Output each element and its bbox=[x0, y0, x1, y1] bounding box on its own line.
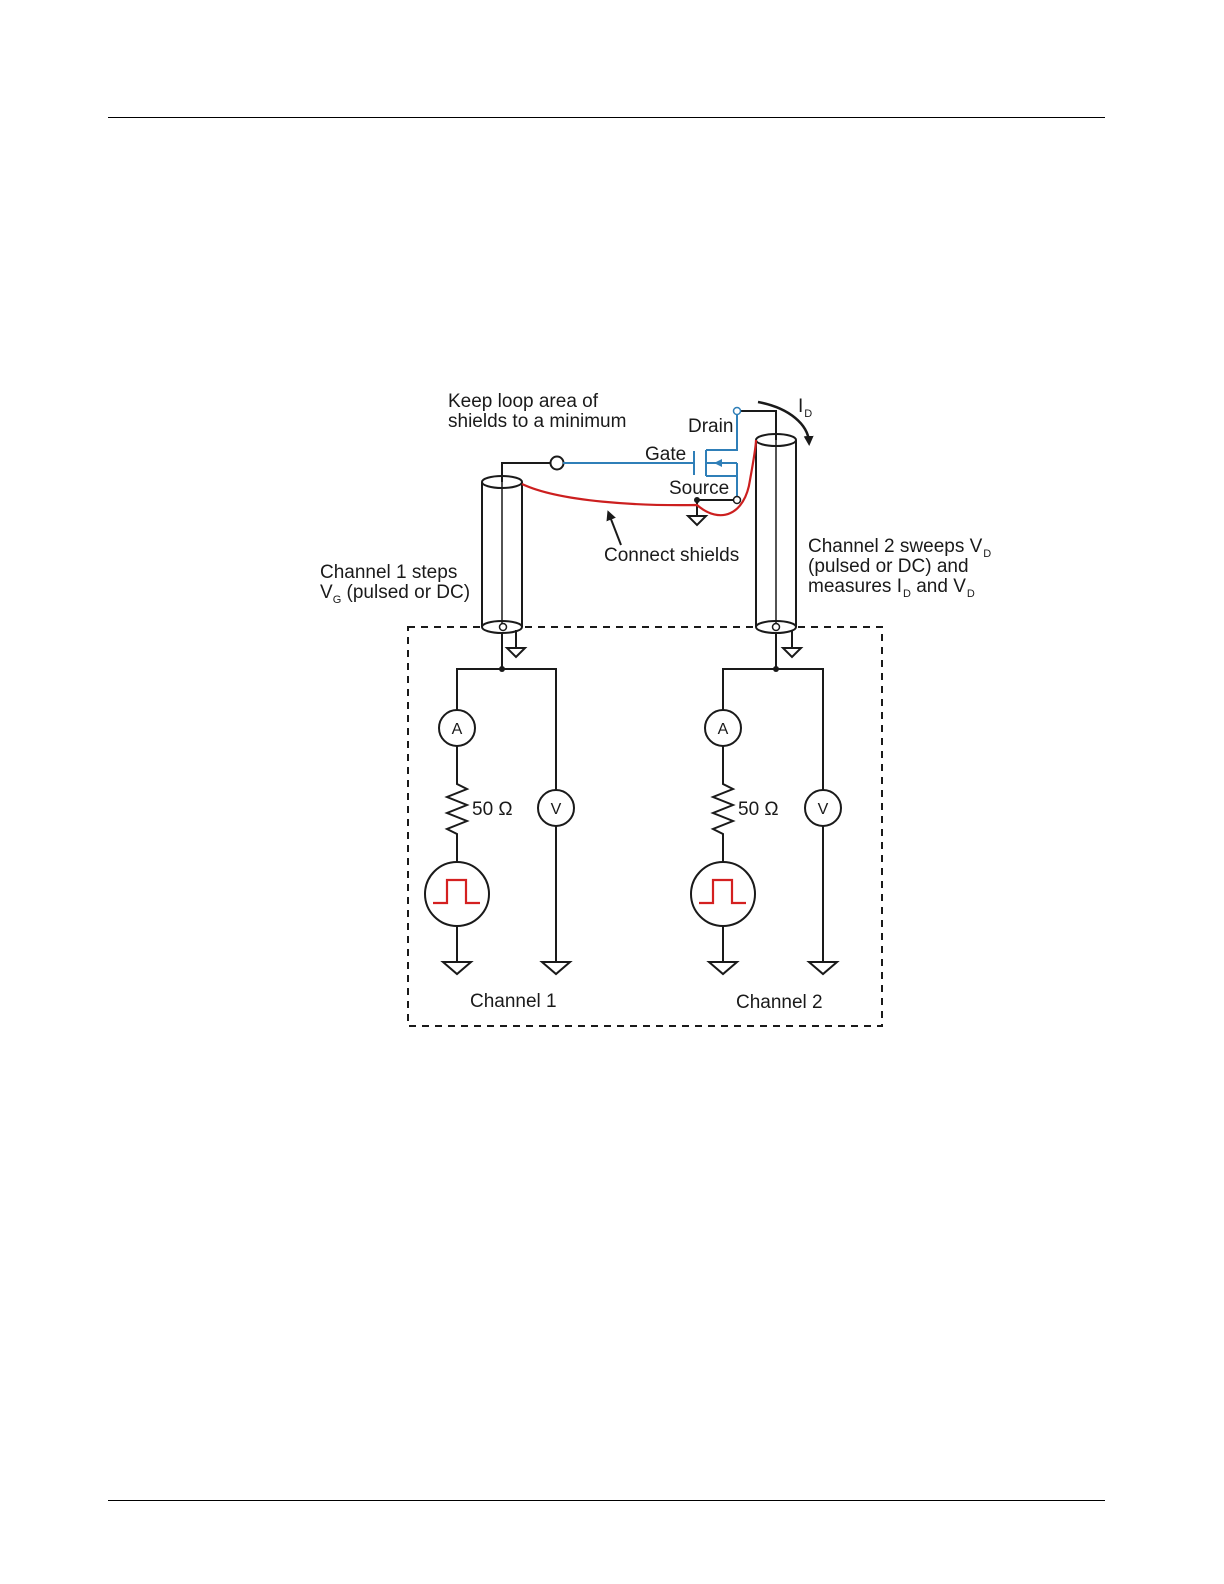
source-terminal bbox=[734, 497, 741, 504]
ch1-source-ground-icon bbox=[443, 962, 471, 974]
channel1-note-line2: VG (pulsed or DC) bbox=[320, 582, 470, 606]
ch2-voltmeter-ground-icon bbox=[809, 962, 837, 974]
ch2-resistor-icon bbox=[713, 778, 733, 836]
connect-shields-arrow bbox=[609, 514, 621, 545]
ch1-shield-ground-icon bbox=[507, 630, 525, 657]
ch2-voltmeter-icon: V bbox=[805, 790, 841, 826]
ch2-source-ground-icon bbox=[709, 962, 737, 974]
svg-text:A: A bbox=[452, 721, 463, 738]
drain-label: Drain bbox=[688, 416, 733, 437]
channel1-coax-cable-icon bbox=[482, 476, 522, 633]
drain-current-label: ID bbox=[798, 396, 812, 420]
ch2-shield-ground-icon bbox=[783, 630, 801, 657]
ch1-voltmeter-icon: V bbox=[538, 790, 574, 826]
ch2-resistor-label: 50 Ω bbox=[738, 799, 779, 820]
ch1-resistor-label: 50 Ω bbox=[472, 799, 513, 820]
ch1-ammeter-icon: A bbox=[439, 710, 475, 746]
channel2-label: Channel 2 bbox=[736, 992, 823, 1013]
source-label: Source bbox=[669, 478, 729, 499]
ch1-pulse-source-icon bbox=[425, 862, 489, 926]
drain-terminal bbox=[734, 408, 741, 415]
gate-terminal bbox=[551, 457, 564, 470]
instrument-enclosure bbox=[408, 627, 882, 1026]
channel2-note-line3: measures ID and VD bbox=[808, 576, 975, 600]
svg-text:V: V bbox=[818, 801, 829, 818]
connect-shields-label: Connect shields bbox=[604, 545, 739, 566]
channel2-note-line2: (pulsed or DC) and bbox=[808, 556, 969, 577]
keep-loop-label-line2: shields to a minimum bbox=[448, 411, 626, 432]
ch2-junction bbox=[773, 666, 779, 672]
gate-label: Gate bbox=[645, 444, 686, 465]
ch2-ammeter-icon: A bbox=[705, 710, 741, 746]
channel2-coax-cable-icon bbox=[756, 434, 796, 633]
channel1-note-line1: Channel 1 steps bbox=[320, 562, 457, 583]
svg-text:V: V bbox=[551, 801, 562, 818]
ch2-pulse-source-icon bbox=[691, 862, 755, 926]
ch1-junction bbox=[499, 666, 505, 672]
ch1-resistor-icon bbox=[447, 778, 467, 836]
channel1-label: Channel 1 bbox=[470, 991, 557, 1012]
ch1-voltmeter-ground-icon bbox=[542, 962, 570, 974]
keep-loop-label-line1: Keep loop area of bbox=[448, 391, 599, 412]
svg-text:A: A bbox=[718, 721, 729, 738]
source-ground-icon bbox=[688, 516, 706, 525]
